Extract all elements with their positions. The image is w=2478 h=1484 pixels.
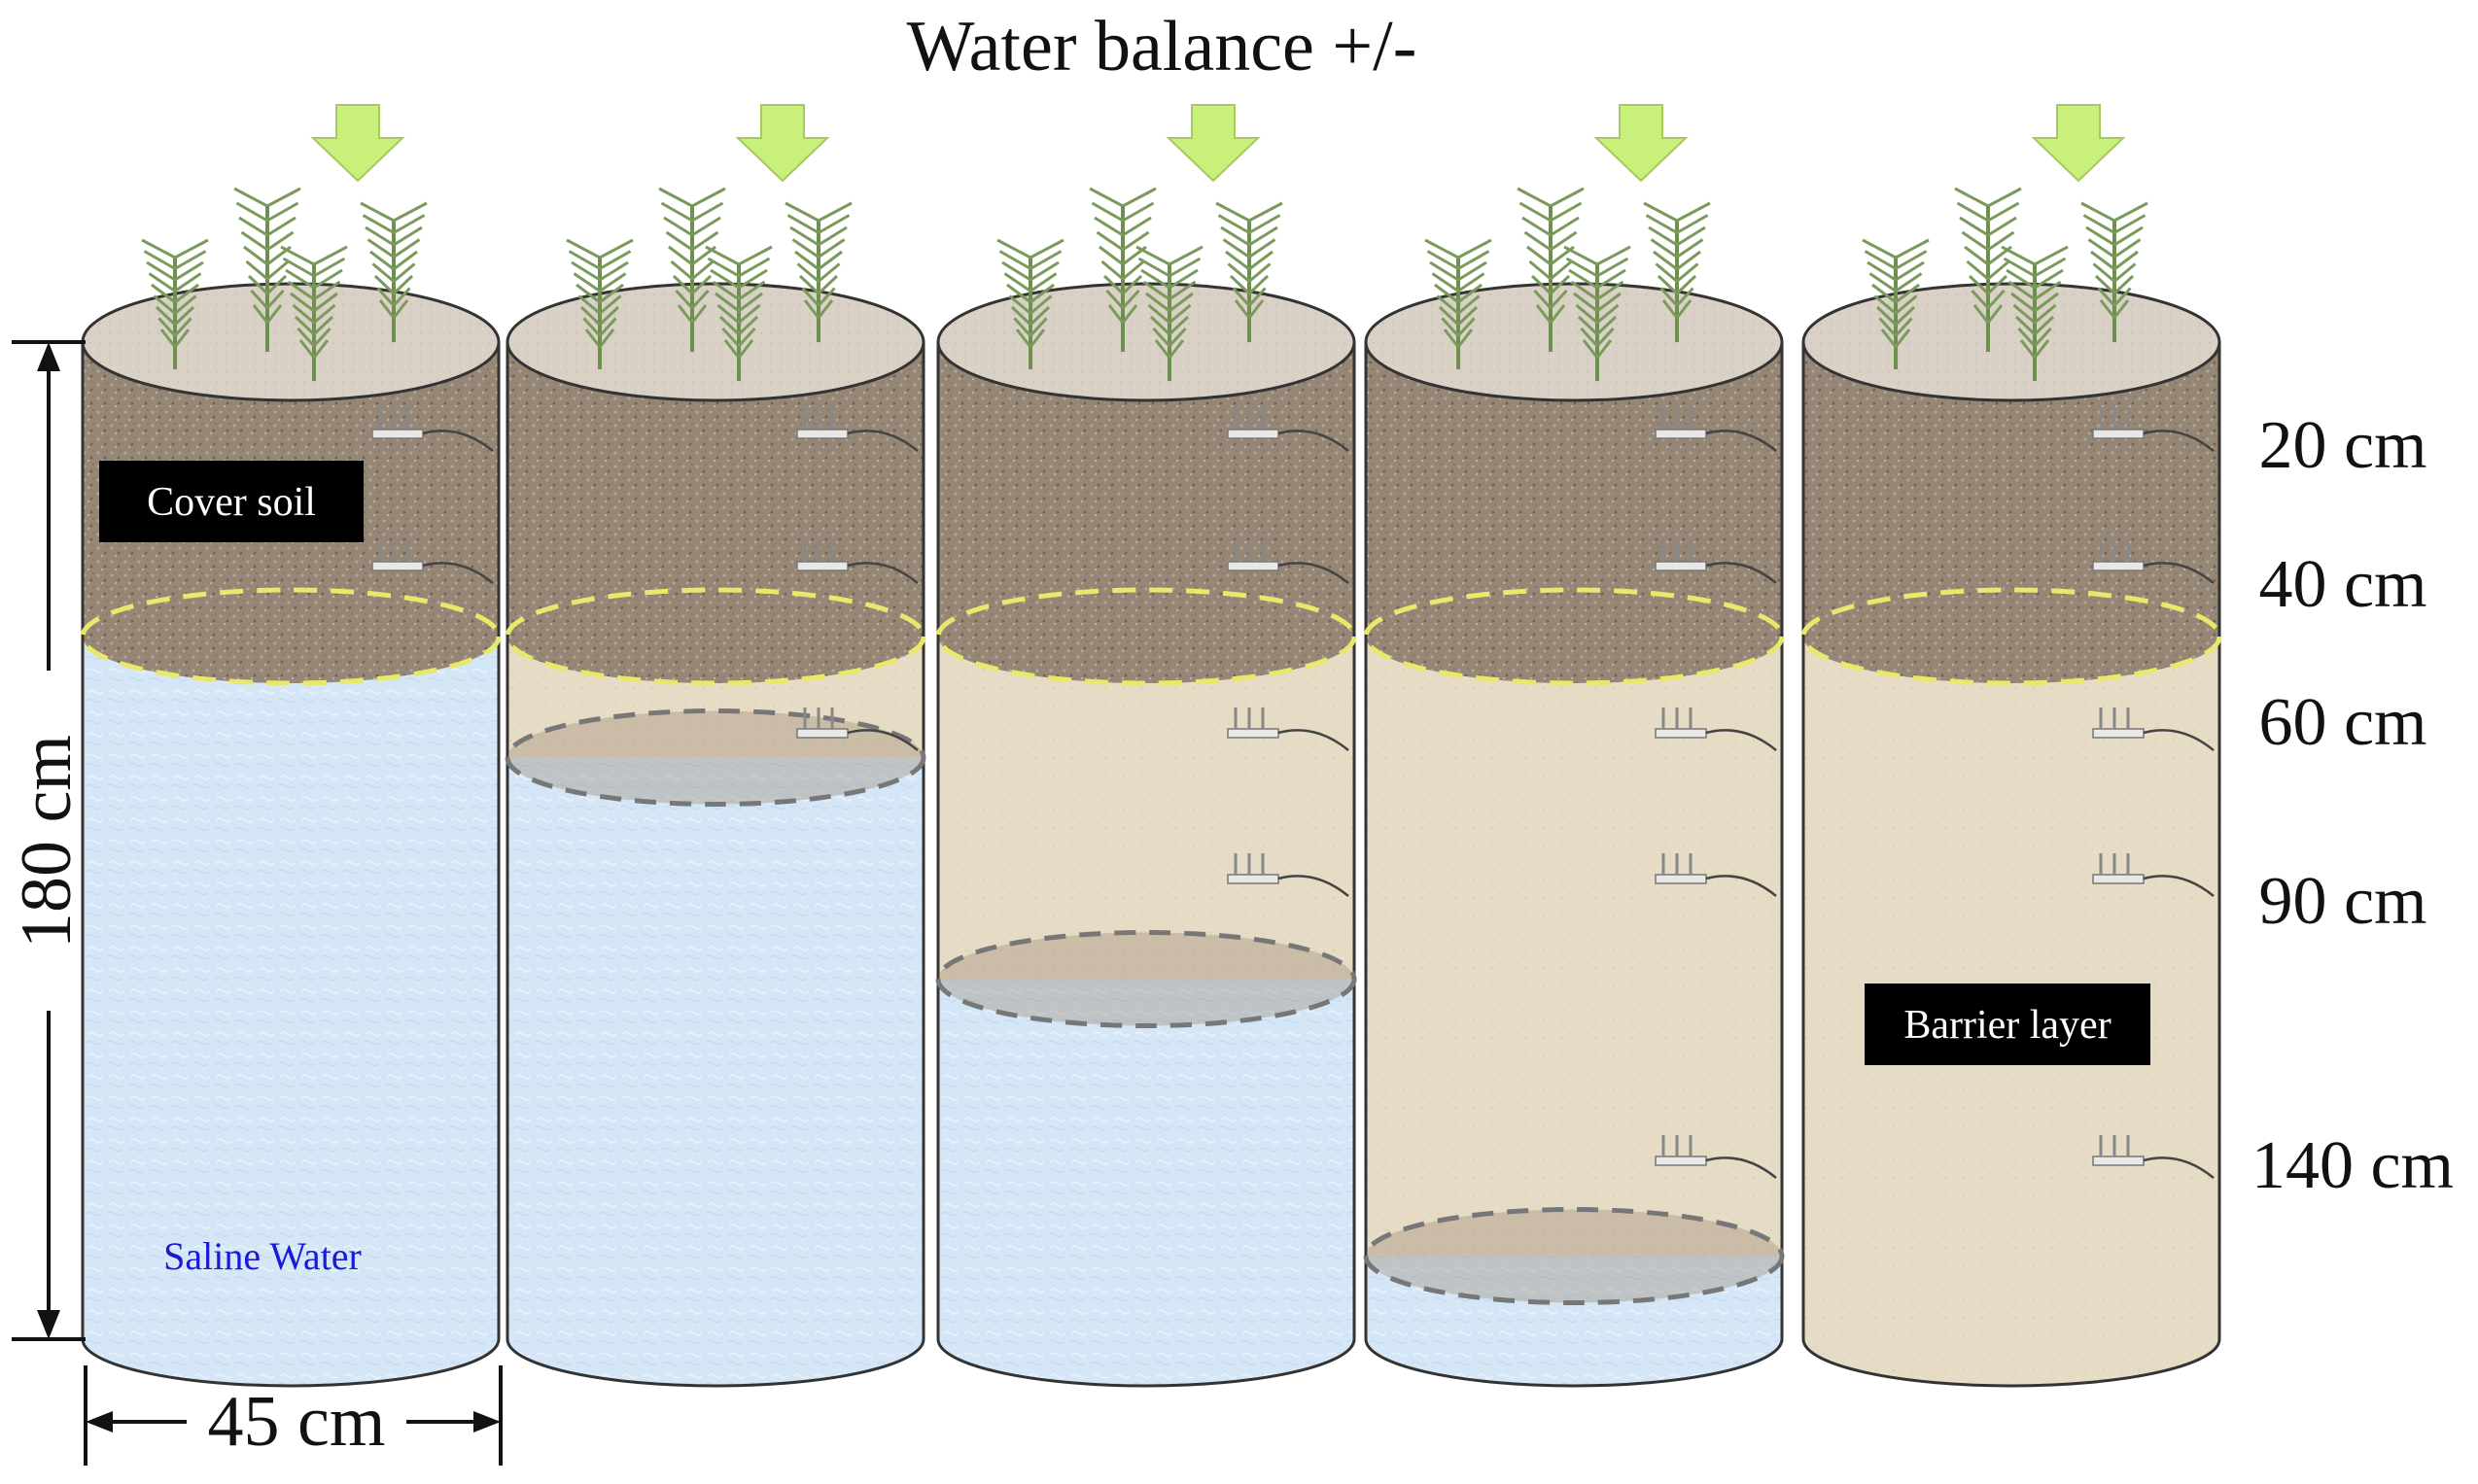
moisture-sensor-icon	[796, 707, 919, 751]
moisture-sensor-icon	[2092, 707, 2215, 751]
water-input-arrow-icon	[310, 104, 405, 183]
plant-icon-group	[566, 187, 853, 381]
height-label: 180 cm	[7, 735, 87, 949]
soil-column-5	[1800, 104, 2222, 1388]
water-input-arrow-icon	[2031, 104, 2126, 183]
moisture-sensor-icon	[2092, 853, 2215, 897]
plant-icon-group	[1862, 187, 2148, 381]
moisture-sensor-icon	[1655, 540, 1777, 584]
moisture-sensor-icon	[371, 540, 494, 584]
diagram-title: Water balance +/-	[907, 7, 1417, 86]
cover-soil-label: Cover soil	[147, 480, 316, 525]
soil-column-4	[1363, 104, 1785, 1388]
moisture-sensor-icon	[1227, 540, 1349, 584]
moisture-sensor-icon	[371, 408, 494, 452]
water-input-arrow-icon	[735, 104, 830, 183]
depth-label-20: 20 cm	[2258, 408, 2426, 483]
depth-label-90: 90 cm	[2258, 864, 2426, 939]
plant-icon-group	[141, 187, 428, 381]
water-input-arrow-icon	[1166, 104, 1261, 183]
depth-label-60: 60 cm	[2258, 685, 2426, 760]
moisture-sensor-icon	[1227, 408, 1349, 452]
soil-column-3	[935, 104, 1357, 1388]
soil-column-1	[80, 104, 502, 1388]
width-label: 45 cm	[208, 1382, 386, 1462]
soil-column-2	[505, 104, 926, 1388]
moisture-sensor-icon	[1655, 853, 1777, 897]
moisture-sensor-icon	[796, 408, 919, 452]
depth-label-40: 40 cm	[2258, 547, 2426, 622]
moisture-sensor-icon	[2092, 1135, 2215, 1179]
plant-icon-group	[1424, 187, 1711, 381]
moisture-sensor-icon	[1227, 707, 1349, 751]
plant-icon-group	[996, 187, 1283, 381]
water-input-arrow-icon	[1593, 104, 1689, 183]
columns-layer	[80, 104, 2222, 1388]
moisture-sensor-icon	[1655, 1135, 1777, 1179]
depth-label-140: 140 cm	[2251, 1128, 2454, 1203]
moisture-sensor-icon	[1655, 707, 1777, 751]
moisture-sensor-icon	[2092, 540, 2215, 584]
width-dimension: 45 cm	[84, 1365, 503, 1466]
height-dimension: 180 cm	[7, 340, 87, 1341]
barrier-layer-label: Barrier layer	[1903, 1003, 2111, 1048]
moisture-sensor-icon	[1655, 408, 1777, 452]
saline-water-label: Saline Water	[163, 1234, 362, 1278]
moisture-sensor-icon	[796, 540, 919, 584]
moisture-sensor-icon	[1227, 853, 1349, 897]
depth-labels: 20 cm 40 cm 60 cm 90 cm 140 cm	[2251, 408, 2454, 1203]
cover-soil-label-box: Cover soil	[99, 461, 364, 542]
barrier-layer-label-box: Barrier layer	[1865, 984, 2150, 1065]
moisture-sensor-icon	[2092, 408, 2215, 452]
